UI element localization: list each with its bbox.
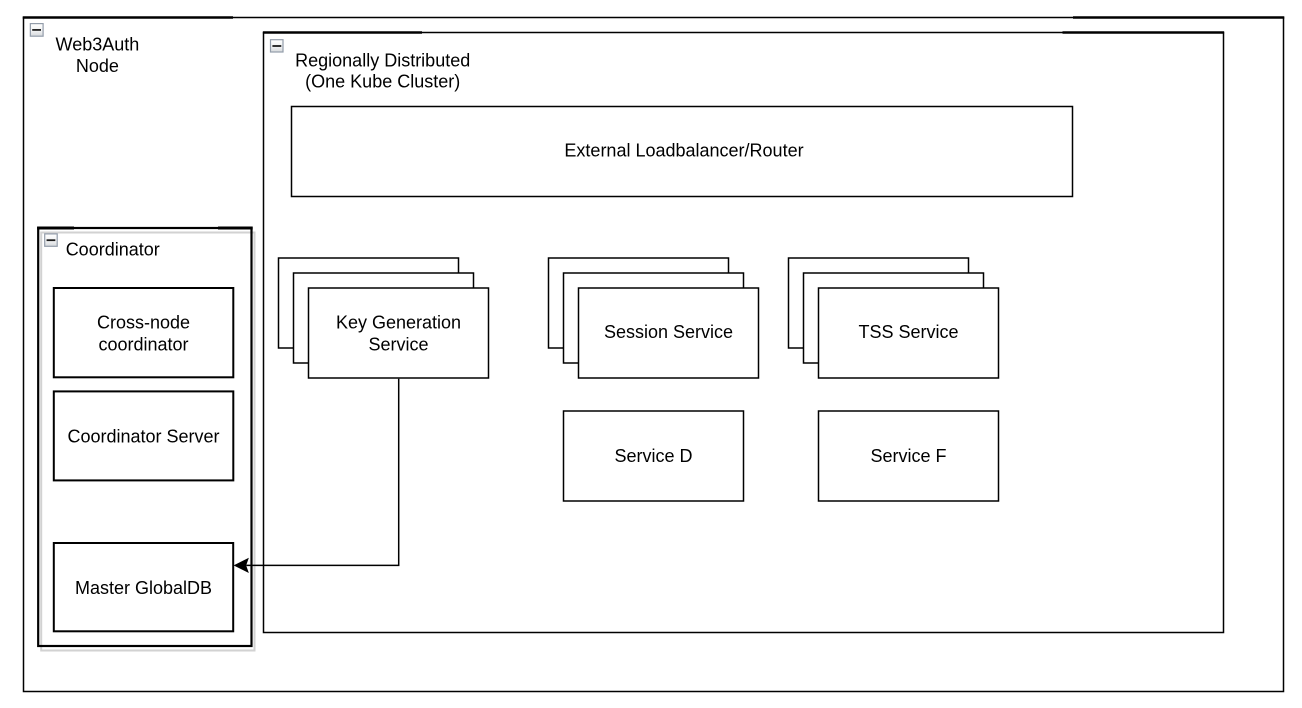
svg-text:(One Kube Cluster): (One Kube Cluster) bbox=[305, 71, 460, 91]
svg-text:Key Generation: Key Generation bbox=[336, 313, 461, 333]
svg-text:External Loadbalancer/Router: External Loadbalancer/Router bbox=[564, 140, 803, 160]
svg-text:Master GlobalDB: Master GlobalDB bbox=[75, 578, 212, 598]
svg-text:Cross-node: Cross-node bbox=[97, 313, 190, 333]
svg-text:Web3Auth: Web3Auth bbox=[56, 34, 140, 54]
svg-text:Service: Service bbox=[368, 334, 428, 354]
svg-text:Node: Node bbox=[76, 56, 119, 76]
svg-text:coordinator: coordinator bbox=[98, 334, 188, 354]
svg-text:Service F: Service F bbox=[870, 446, 946, 466]
svg-text:Session Service: Session Service bbox=[604, 322, 733, 342]
svg-text:Regionally Distributed: Regionally Distributed bbox=[295, 50, 470, 70]
svg-text:TSS Service: TSS Service bbox=[858, 322, 958, 342]
svg-text:Service D: Service D bbox=[614, 446, 692, 466]
svg-text:Coordinator: Coordinator bbox=[66, 239, 160, 259]
svg-text:Coordinator Server: Coordinator Server bbox=[67, 427, 219, 447]
